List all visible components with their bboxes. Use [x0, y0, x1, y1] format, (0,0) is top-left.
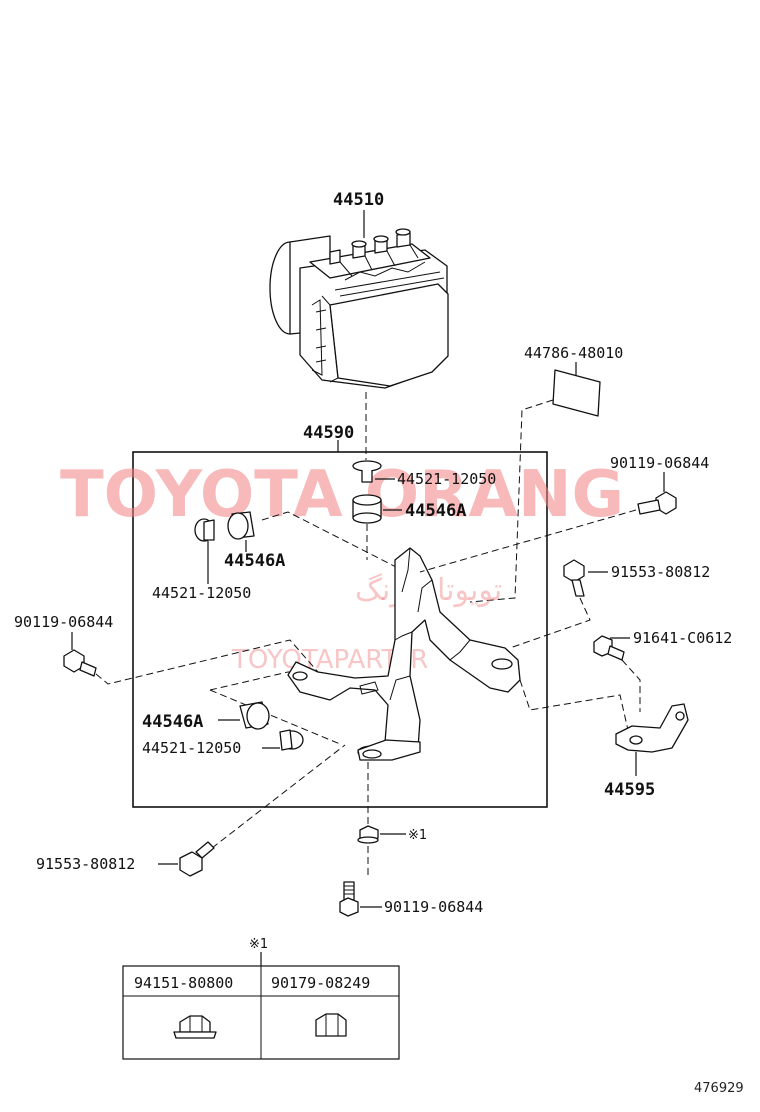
nut-note-1	[357, 825, 379, 844]
label-44786-48010: 44786-48010	[524, 344, 623, 362]
label-90119-06844-right: 90119-06844	[610, 454, 709, 472]
bolt-right-lower	[593, 635, 625, 661]
bolt-bottom-left	[179, 841, 215, 877]
label-44521-12050-top: 44521-12050	[397, 470, 496, 488]
cushion-pin-top	[352, 460, 382, 483]
cushion-pin-left	[194, 518, 215, 542]
cushion-pin-low	[279, 729, 304, 751]
label-44521-12050-low: 44521-12050	[142, 739, 241, 757]
label-91553-80812-bottom-left: 91553-80812	[36, 855, 135, 873]
label-91641-C0612: 91641-C0612	[633, 629, 732, 647]
diagram-code: 476929	[694, 1081, 744, 1096]
label-91553-80812-right: 91553-80812	[611, 563, 710, 581]
table-header-2: 90179-08249	[271, 974, 370, 992]
cushion-top	[352, 494, 382, 524]
table-title: ※1	[249, 937, 268, 952]
bracket-assembly-frame	[132, 451, 548, 808]
cushion-low	[239, 701, 270, 730]
label-plate	[552, 369, 601, 417]
label-44510: 44510	[333, 190, 384, 210]
abs-actuator	[269, 228, 449, 389]
cushion-left	[227, 511, 255, 540]
label-90119-06844-bottom: 90119-06844	[384, 898, 483, 916]
svg-text:TOYOTA ORANG: TOYOTA ORANG	[60, 458, 624, 532]
label-44546A-left: 44546A	[224, 551, 285, 571]
hex-nut-icon	[315, 1013, 347, 1037]
label-44590: 44590	[303, 423, 354, 443]
bolt-top-right	[637, 491, 677, 515]
label-90119-06844-left: 90119-06844	[14, 613, 113, 631]
label-44546A-top: 44546A	[405, 501, 466, 521]
sub-bracket-44595	[615, 703, 689, 753]
brake-line-ports	[329, 228, 426, 281]
flange-nut-icon	[173, 1015, 217, 1039]
nut-table: 94151-80800 90179-08249	[122, 965, 400, 1060]
table-header-1: 94151-80800	[134, 974, 233, 992]
bolt-left	[63, 649, 97, 677]
abs-bracket	[287, 547, 521, 761]
bolt-bottom	[339, 881, 359, 917]
watermark: TOYOTA ORANG تویوتا اورنگ TOYOTAPART.IR	[60, 458, 624, 675]
label-44546A-low: 44546A	[142, 712, 203, 732]
label-44595: 44595	[604, 780, 655, 800]
label-44521-12050-left: 44521-12050	[152, 584, 251, 602]
bolt-right	[563, 559, 585, 597]
note-mark-1: ※1	[408, 828, 427, 843]
